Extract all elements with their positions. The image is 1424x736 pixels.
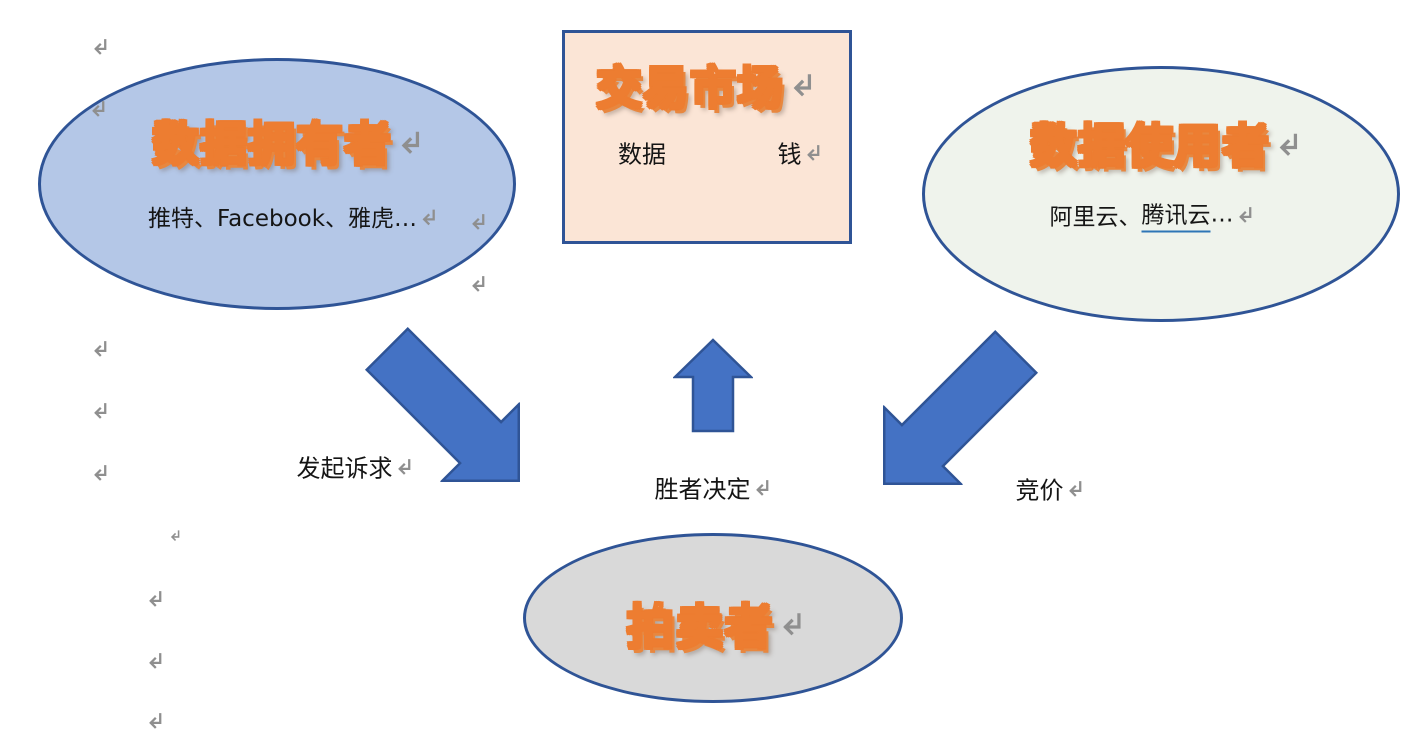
- line-break-icon: [94, 465, 107, 481]
- label-initiate-demand-row: 发起诉求: [297, 449, 414, 484]
- user-subtitle-underlined: 腾讯云: [1141, 196, 1211, 233]
- trading-market-rect[interactable]: [562, 30, 852, 244]
- line-break-icon: [422, 209, 435, 225]
- arrow-user-to-auctioneer[interactable]: [843, 311, 1057, 525]
- market-title-row: 交易市场: [595, 52, 815, 117]
- arrow-auctioneer-to-market[interactable]: [673, 338, 753, 433]
- line-break-icon: [783, 613, 801, 636]
- line-break-icon: [398, 459, 411, 475]
- market-money-label: 钱: [777, 140, 802, 169]
- line-break-icon: [793, 74, 812, 97]
- line-break-icon: [1239, 207, 1252, 223]
- line-break-icon: [170, 530, 180, 541]
- owner-subtitle-row: 推特、Facebook、雅虎…: [148, 199, 438, 233]
- line-break-icon: [149, 713, 162, 729]
- user-subtitle-row: 阿里云、 腾讯云 …: [1050, 196, 1255, 233]
- owner-subtitle: 推特、Facebook、雅虎…: [147, 206, 418, 232]
- label-winner-decides: 胜者决定: [654, 475, 751, 504]
- label-bidding-row: 竞价: [1016, 471, 1085, 506]
- market-data-row: 数据: [618, 135, 666, 170]
- auctioneer-title-row: 拍卖者: [626, 589, 805, 658]
- owner-title: 数据拥有者: [151, 116, 393, 172]
- market-money-row: 钱: [778, 135, 823, 170]
- user-subtitle-prefix: 阿里云、: [1049, 204, 1142, 230]
- line-break-icon: [401, 131, 420, 154]
- line-break-icon: [149, 591, 162, 607]
- line-break-icon: [1279, 133, 1298, 156]
- user-title-row: 数据使用者: [1029, 110, 1302, 176]
- line-break-icon: [92, 101, 105, 117]
- line-break-icon: [1069, 481, 1082, 497]
- label-winner-decides-row: 胜者决定: [655, 470, 772, 505]
- line-break-icon: [807, 145, 820, 161]
- label-initiate-demand: 发起诉求: [296, 454, 393, 483]
- line-break-icon: [149, 653, 162, 669]
- line-break-icon: [472, 214, 485, 230]
- line-break-icon: [94, 403, 107, 419]
- owner-title-row: 数据拥有者: [151, 108, 424, 174]
- market-data-label: 数据: [618, 140, 666, 169]
- line-break-icon: [94, 39, 107, 55]
- market-title: 交易市场: [595, 60, 785, 115]
- label-bidding: 竞价: [1015, 476, 1064, 505]
- auctioneer-title: 拍卖者: [626, 599, 774, 656]
- line-break-icon: [472, 276, 485, 292]
- line-break-icon: [756, 480, 769, 496]
- line-break-icon: [94, 341, 107, 357]
- auctioneer-ellipse[interactable]: [523, 533, 903, 703]
- user-title: 数据使用者: [1029, 118, 1271, 174]
- data-owner-ellipse[interactable]: [38, 58, 516, 310]
- user-subtitle-suffix: …: [1210, 201, 1234, 227]
- arrow-owner-to-auctioneer[interactable]: [346, 308, 560, 522]
- data-user-ellipse[interactable]: [922, 66, 1400, 322]
